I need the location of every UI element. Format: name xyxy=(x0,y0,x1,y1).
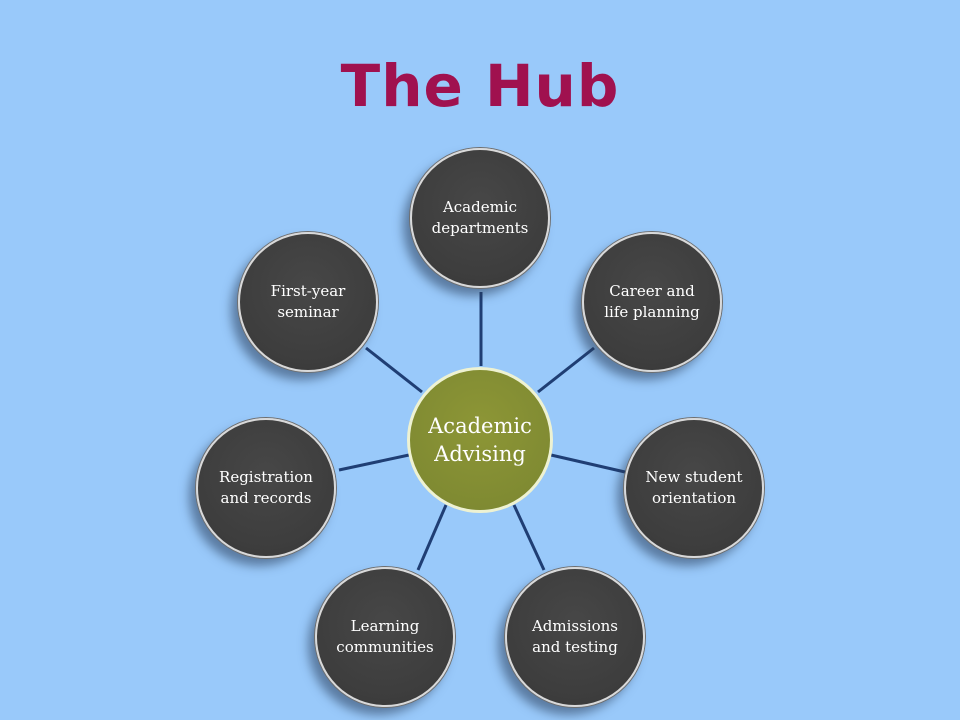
node-learning-communities: Learning communities xyxy=(315,567,455,707)
connector-line xyxy=(550,453,626,474)
node-career-life-planning: Career and life planning xyxy=(582,232,722,372)
connector-line xyxy=(512,504,546,571)
hub-label-line: Academic xyxy=(428,414,532,438)
node-label-line: and records xyxy=(220,489,312,507)
node-label-line: life planning xyxy=(604,303,700,321)
node-label-line: seminar xyxy=(277,303,339,321)
node-label-line: Registration xyxy=(219,468,313,486)
node-academic-departments: Academic departments xyxy=(410,148,550,288)
node-label-line: Academic xyxy=(442,198,518,216)
node-label-line: orientation xyxy=(651,489,737,507)
node-label-line: departments xyxy=(431,219,529,237)
node-label-line: New student xyxy=(645,468,743,486)
hub-label-line: Advising xyxy=(434,442,526,466)
connector-line xyxy=(365,346,423,394)
node-label-line: Career and xyxy=(609,282,695,300)
connector-line xyxy=(416,504,448,571)
node-label-line: Learning xyxy=(350,617,420,635)
connector-line xyxy=(537,346,595,394)
node-new-student-orientation: New student orientation xyxy=(624,418,764,558)
node-label-line: First-year xyxy=(270,282,346,300)
node-label-line: Admissions xyxy=(531,617,619,635)
diagram-title: The Hub xyxy=(340,52,620,120)
node-first-year-seminar: First-year seminar xyxy=(238,232,378,372)
node-registration-records: Registration and records xyxy=(196,418,336,558)
node-admissions-testing: Admissions and testing xyxy=(505,567,645,707)
node-label-line: and testing xyxy=(532,638,618,656)
connector-line xyxy=(338,453,410,472)
node-label-line: communities xyxy=(336,638,434,656)
